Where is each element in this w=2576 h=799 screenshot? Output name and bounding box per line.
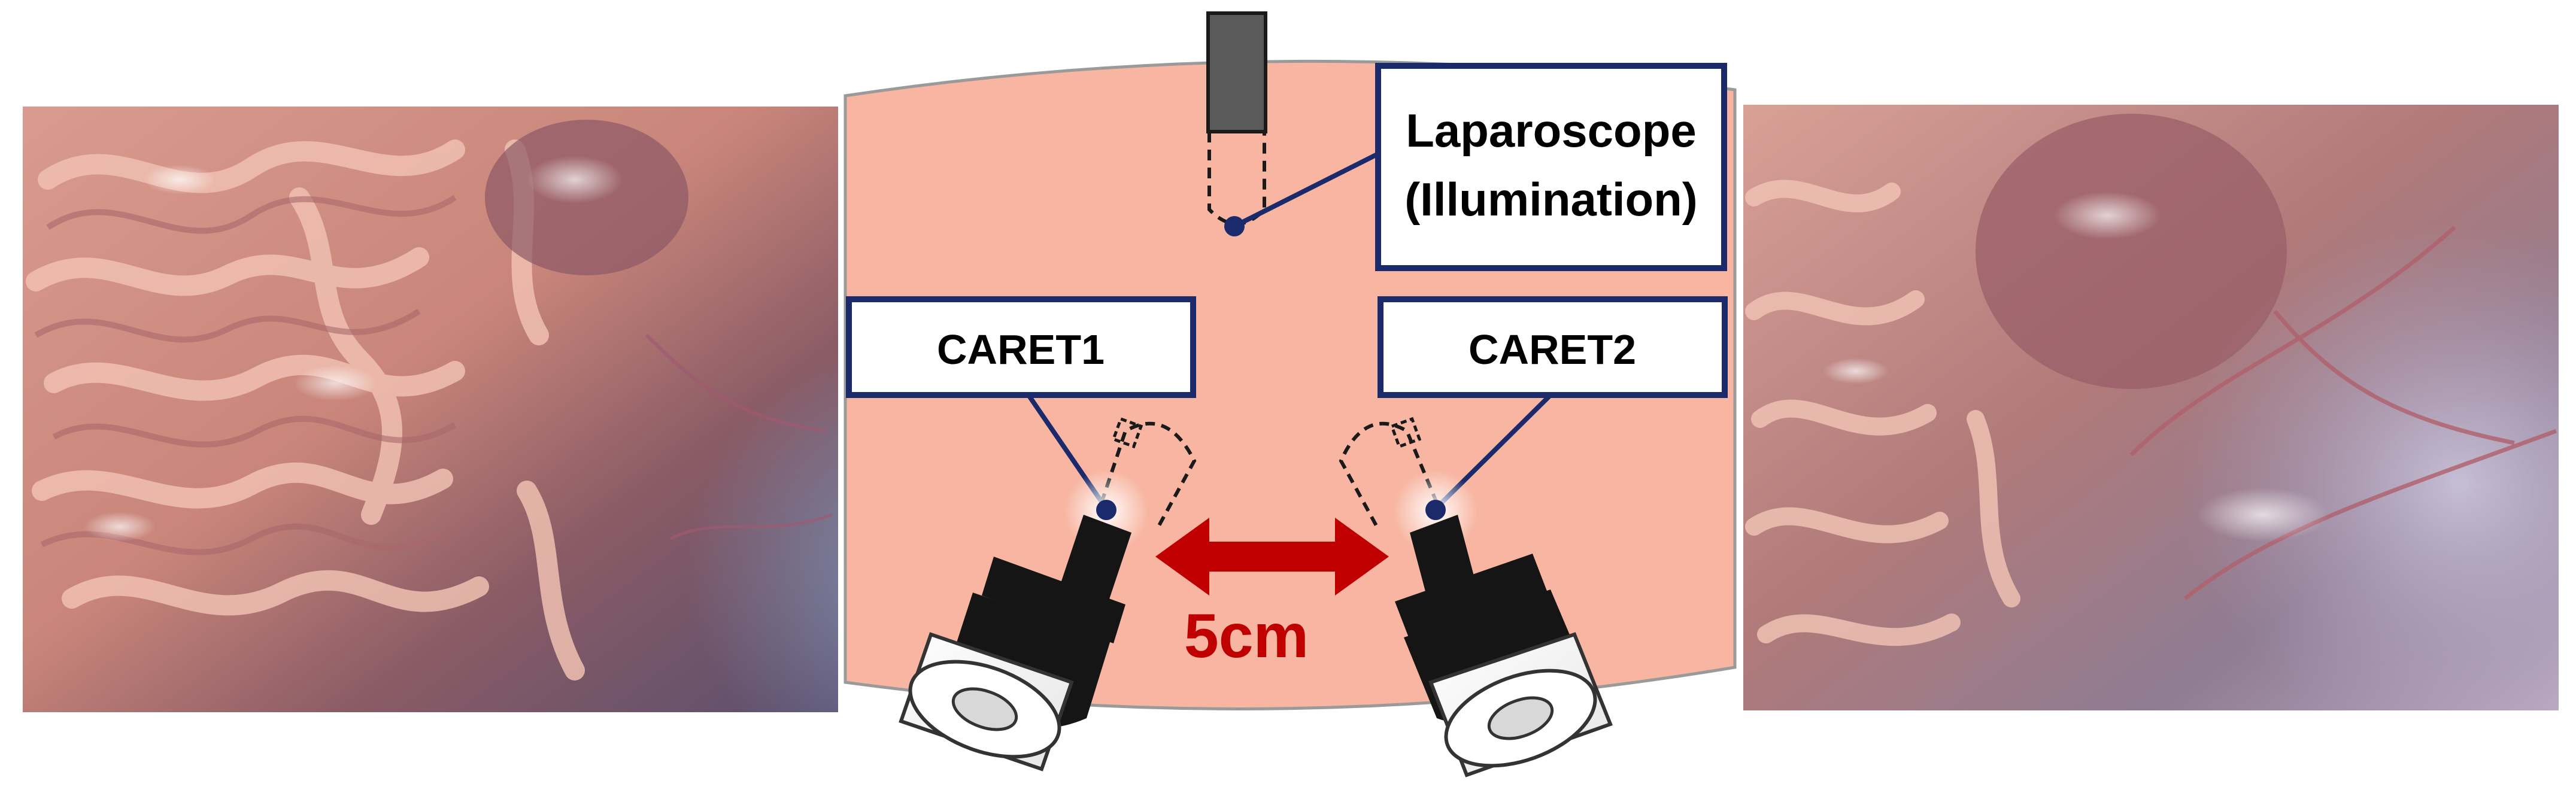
illumination-label: (Illumination) <box>1404 173 1698 226</box>
right-camera-view <box>1743 105 2559 710</box>
caret2-tip-marker <box>1425 500 1446 520</box>
left-camera-view <box>23 107 838 712</box>
setup-diagram: Laparoscope (Illumination) CARET1 CARET2 <box>844 11 1737 777</box>
caret2-device <box>1339 417 1613 777</box>
caret2-label: CARET2 <box>1468 326 1636 373</box>
caret1-device <box>899 417 1197 771</box>
distance-arrow <box>1155 518 1389 596</box>
caret1-tip-marker <box>1096 500 1116 520</box>
laparoscope-callout: Laparoscope (Illumination) <box>1375 63 1727 271</box>
caret1-callout: CARET1 <box>846 296 1196 511</box>
caret1-label: CARET1 <box>937 326 1105 373</box>
laparoscope-shaft <box>1206 11 1390 236</box>
laparoscope-label: Laparoscope <box>1406 104 1696 157</box>
distance-label: 5cm <box>1184 601 1309 671</box>
